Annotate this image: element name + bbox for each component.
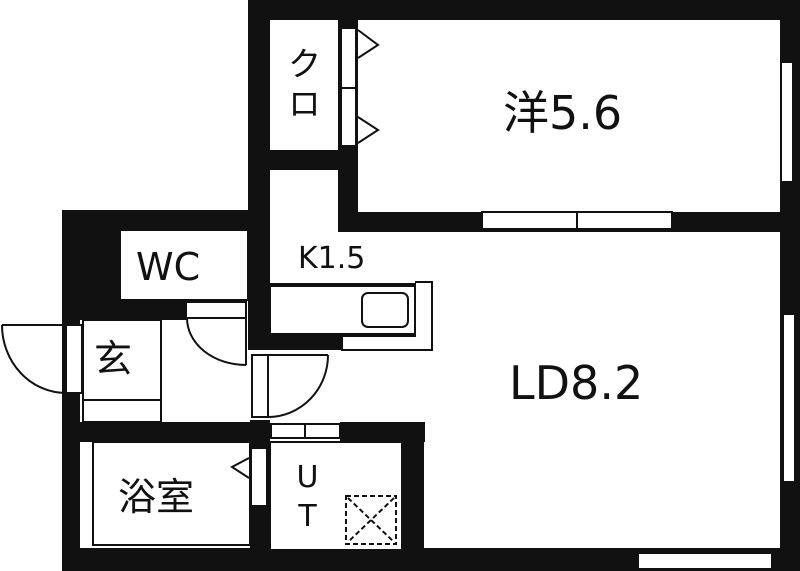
window-ld-bottom <box>637 552 773 570</box>
washer-space-icon <box>345 495 397 545</box>
closet-label: クロ <box>281 46 321 126</box>
wc-room <box>119 229 249 301</box>
window-ld-right <box>782 313 796 483</box>
window-western-bottom-left <box>481 211 578 230</box>
window-western-bottom-right <box>576 211 673 230</box>
entrance-area <box>82 319 162 423</box>
bath-door <box>230 447 268 507</box>
doors <box>1 317 329 418</box>
windows <box>481 61 796 570</box>
western-room-label: 洋5.6 <box>503 86 623 140</box>
kitchen-counter <box>269 281 433 351</box>
kitchen-label: K1.5 <box>298 241 366 276</box>
utility-label: UT <box>290 460 325 538</box>
ut-vents <box>270 423 341 439</box>
entrance-label: 玄 <box>94 337 133 381</box>
window-western-right <box>780 61 794 183</box>
closet-doors <box>340 27 380 147</box>
sink-icon <box>361 292 409 328</box>
living-dining-label: LD8.2 <box>509 356 644 410</box>
bathroom-label: 浴室 <box>118 475 195 519</box>
bathroom-room <box>92 441 251 546</box>
wc-label: WC <box>136 245 201 289</box>
